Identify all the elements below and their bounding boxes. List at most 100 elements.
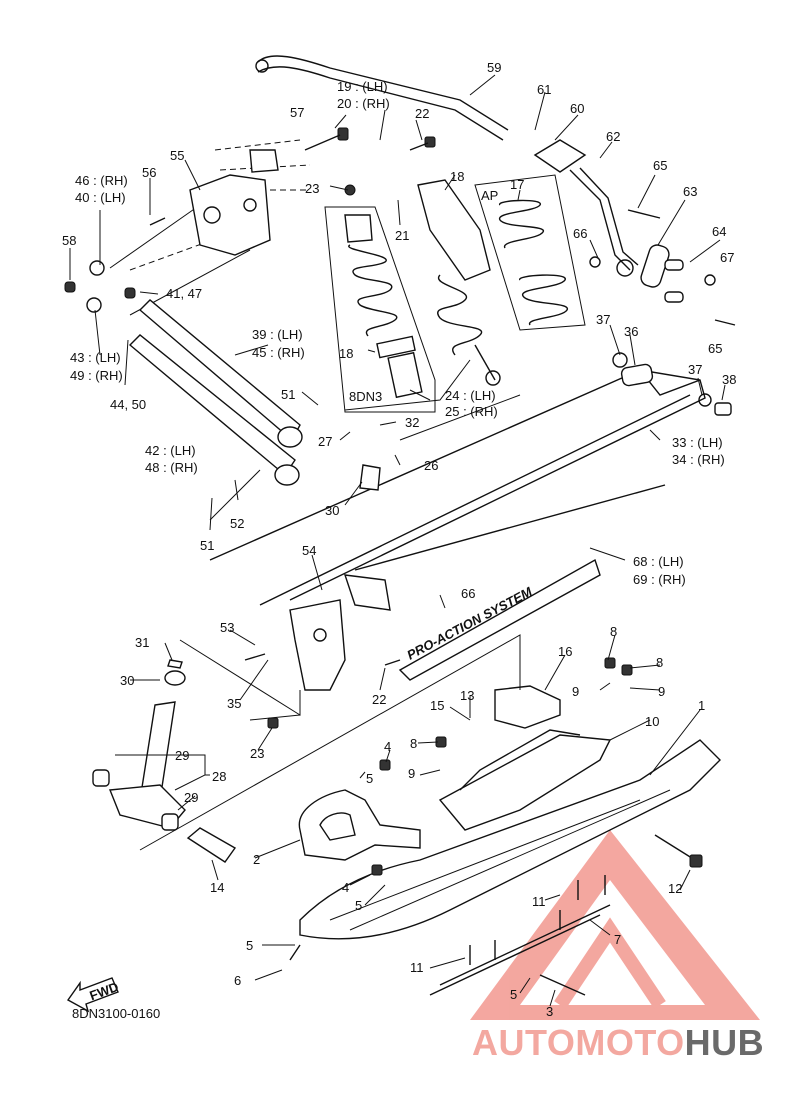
- callout-label: 61: [537, 82, 551, 97]
- front-arms: [64, 260, 303, 486]
- callout-label: 42 : (LH): [145, 443, 196, 458]
- callout-label: 41, 47: [166, 286, 202, 301]
- callout-label: 58: [62, 233, 76, 248]
- callout-label: 24 : (LH): [445, 388, 496, 403]
- callout-label: 65: [708, 341, 722, 356]
- callout-label: 35: [227, 696, 241, 711]
- rear-shock: [417, 179, 501, 386]
- ski-handle: [298, 789, 421, 861]
- callout-label: 49 : (RH): [70, 368, 123, 383]
- callout-label: 60: [570, 101, 584, 116]
- callout-label: 63: [683, 184, 697, 199]
- stabilizer-links: [533, 139, 716, 303]
- callout-label: 39 : (LH): [252, 327, 303, 342]
- callout-label: 12: [668, 881, 682, 896]
- callout-label: 18: [450, 169, 464, 184]
- watermark-part2: HUB: [684, 1022, 765, 1063]
- callout-label: 64: [712, 224, 726, 239]
- callout-label: 8: [410, 736, 417, 751]
- pivot-bracket: [289, 574, 391, 691]
- callout-label: 54: [302, 543, 316, 558]
- callout-label: 1: [698, 698, 705, 713]
- ski: [299, 739, 721, 996]
- callout-label: 45 : (RH): [252, 345, 305, 360]
- callout-label: 66: [461, 586, 475, 601]
- callout-label: 68 : (LH): [633, 554, 684, 569]
- callout-label: 20 : (RH): [337, 96, 390, 111]
- callout-label: 51: [281, 387, 295, 402]
- callout-label: 21: [395, 228, 409, 243]
- callout-label: 31: [135, 635, 149, 650]
- callout-label: 23: [305, 181, 319, 196]
- callout-label: 44, 50: [110, 397, 146, 412]
- callout-label: 34 : (RH): [672, 452, 725, 467]
- callout-label: 23: [250, 746, 264, 761]
- callout-label: 14: [210, 880, 224, 895]
- callout-label: 29: [175, 748, 189, 763]
- spring-box: [474, 174, 586, 331]
- fasteners: [149, 127, 736, 996]
- callout-label: 29: [184, 790, 198, 805]
- callout-label: 19 : (LH): [337, 79, 388, 94]
- callout-label: 36: [624, 324, 638, 339]
- spindle: [92, 464, 381, 831]
- callout-label: 56: [142, 165, 156, 180]
- callout-label: 30: [325, 503, 339, 518]
- watermark-text: AUTOMOTOHUB: [472, 1022, 764, 1064]
- callout-label: 40 : (LH): [75, 190, 126, 205]
- fwd-label: FWD: [88, 979, 121, 1003]
- callout-label: 32: [405, 415, 419, 430]
- callout-label: 8: [610, 624, 617, 639]
- callout-label: 2: [253, 852, 260, 867]
- callout-label: 28: [212, 769, 226, 784]
- callout-label: 37: [688, 362, 702, 377]
- mount-bracket: [189, 149, 279, 256]
- callout-label: 16: [558, 644, 572, 659]
- diagram-code: 8DN3100-0160: [72, 1006, 161, 1021]
- callout-label: 11: [410, 960, 424, 975]
- callout-label: 52: [230, 516, 244, 531]
- callout-label: 7: [614, 932, 621, 947]
- callout-label: 25 : (RH): [445, 404, 498, 419]
- leader-lines: [69, 74, 726, 1007]
- callout-label: 38: [722, 372, 736, 387]
- callout-label: 22: [415, 106, 429, 121]
- callout-label: 5: [355, 898, 362, 913]
- callout-label: 57: [290, 105, 304, 120]
- callout-label: 48 : (RH): [145, 460, 198, 475]
- callout-label: 15: [430, 698, 444, 713]
- callout-label: 62: [606, 129, 620, 144]
- ski-saddle: [438, 685, 612, 831]
- callout-label: 8: [656, 655, 663, 670]
- callout-label: 30: [120, 673, 134, 688]
- callout-label: 46 : (RH): [75, 173, 128, 188]
- callout-label: 6: [234, 973, 241, 988]
- watermark-triangle-logo: [470, 830, 760, 1020]
- slide-rail: [209, 369, 706, 681]
- callout-label: 5: [510, 987, 517, 1002]
- callout-label: 65: [653, 158, 667, 173]
- callout-label: 22: [372, 692, 386, 707]
- callout-label: 17: [510, 177, 524, 192]
- callout-label: 69 : (RH): [633, 572, 686, 587]
- callout-label: 9: [572, 684, 579, 699]
- callout-label: 59: [487, 60, 501, 75]
- callout-label: 51: [200, 538, 214, 553]
- tube: [186, 827, 237, 863]
- callout-label: 5: [366, 771, 373, 786]
- callout-label: 55: [170, 148, 184, 163]
- callout-label: 4: [384, 739, 391, 754]
- rail-hardware: [612, 352, 732, 416]
- callout-label: 18: [339, 346, 353, 361]
- suspension-code-label: 8DN3: [349, 389, 382, 404]
- callout-label: 37: [596, 312, 610, 327]
- callout-label: 33 : (LH): [672, 435, 723, 450]
- ap-label: AP: [481, 188, 498, 203]
- callout-label: 13: [460, 688, 474, 703]
- callout-label: 53: [220, 620, 234, 635]
- front-shock-box: [324, 206, 436, 413]
- callout-label: 4: [342, 880, 349, 895]
- callout-label: 9: [658, 684, 665, 699]
